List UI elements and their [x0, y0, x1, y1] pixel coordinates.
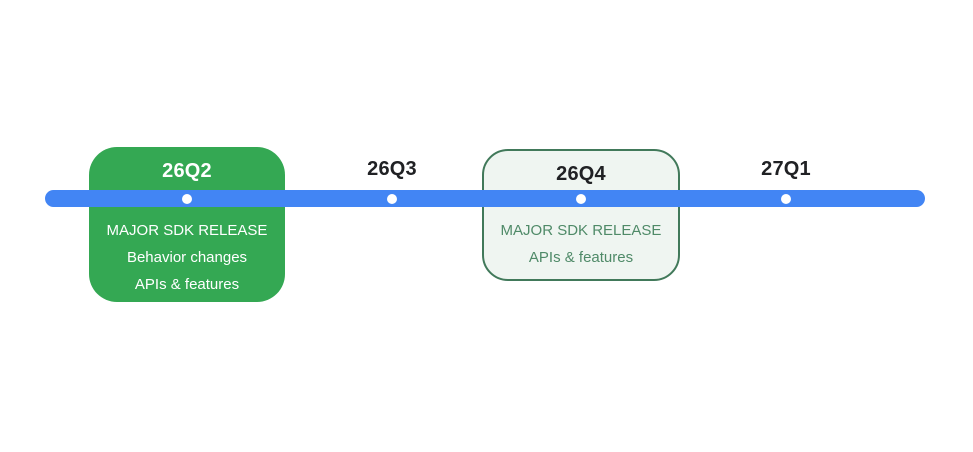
milestone-detail-line: Behavior changes [126, 249, 248, 266]
milestone-details-26q2: MAJOR SDK RELEASE Behavior changes APIs … [89, 217, 285, 298]
timeline-dot-26q3 [387, 194, 397, 204]
timeline-dot-27q1 [781, 194, 791, 204]
milestone-label-27q1: 27Q1 [761, 158, 811, 180]
milestone-details-26q4: MAJOR SDK RELEASE APIs & features [484, 217, 678, 271]
milestone-detail-line: APIs & features [134, 276, 240, 293]
milestone-detail-line: MAJOR SDK RELEASE [106, 222, 268, 239]
milestone-detail-line: MAJOR SDK RELEASE [500, 222, 662, 239]
milestone-card-26q2: 26Q2 MAJOR SDK RELEASE Behavior changes … [89, 147, 285, 302]
timeline-bar [45, 190, 925, 207]
milestone-title-26q4: 26Q4 [556, 163, 606, 185]
milestone-title-26q2: 26Q2 [162, 160, 212, 182]
milestone-label-26q3: 26Q3 [367, 158, 417, 180]
milestone-detail-line: APIs & features [528, 249, 634, 266]
milestone-card-26q4: 26Q4 MAJOR SDK RELEASE APIs & features [482, 149, 680, 281]
timeline-dot-26q4 [576, 194, 586, 204]
timeline-dot-26q2 [182, 194, 192, 204]
